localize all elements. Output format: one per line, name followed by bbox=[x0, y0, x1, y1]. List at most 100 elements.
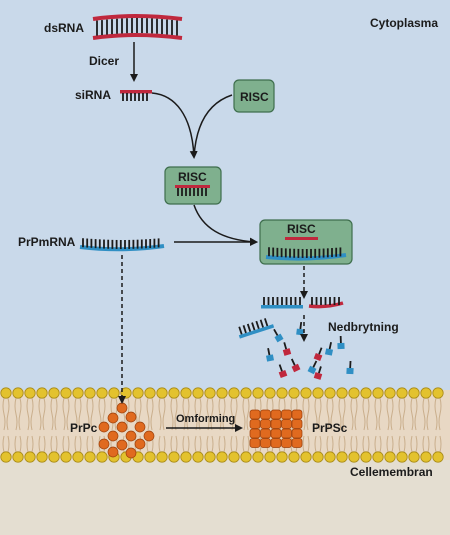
lipid-head bbox=[276, 451, 288, 463]
lipid-tail bbox=[343, 435, 346, 453]
lipid-tail bbox=[331, 435, 334, 453]
prpsc-unit bbox=[281, 409, 292, 420]
dsrna-label: dsRNA bbox=[44, 21, 84, 35]
lipid-tail bbox=[74, 397, 78, 431]
lipid-tail bbox=[206, 397, 210, 431]
prpc-protein bbox=[107, 412, 119, 424]
prp-mrna-strand bbox=[79, 238, 165, 252]
nucleotide-stem bbox=[290, 358, 296, 366]
lipid-tail bbox=[211, 435, 214, 453]
prpsc-unit bbox=[249, 438, 261, 448]
lipid-head bbox=[432, 451, 444, 463]
prpsc-unit bbox=[260, 409, 271, 420]
lipid-tail bbox=[410, 435, 413, 453]
prpsc-unit bbox=[281, 419, 292, 429]
cytoplasm-label: Cytoplasma bbox=[370, 16, 438, 30]
lipid-head bbox=[312, 387, 324, 399]
lipid-head bbox=[192, 451, 204, 463]
lipid-tail bbox=[26, 435, 29, 453]
lipid-head bbox=[420, 387, 432, 399]
lipid-tail bbox=[182, 435, 185, 453]
lipid-head bbox=[60, 387, 72, 399]
lipid-head bbox=[36, 451, 48, 463]
nucleotide-base bbox=[313, 352, 323, 362]
base-pair-rung bbox=[251, 322, 256, 331]
lipid-tail bbox=[62, 397, 66, 431]
lipid-tail bbox=[30, 397, 34, 431]
lipid-tail bbox=[38, 397, 42, 431]
lipid-head bbox=[372, 451, 384, 463]
lipid-head bbox=[204, 451, 216, 463]
lipid-tail bbox=[314, 435, 317, 453]
prpc-protein bbox=[134, 421, 146, 433]
lipid-tail bbox=[163, 435, 166, 453]
risc-mrna-complex bbox=[259, 219, 353, 265]
prpc-protein-cluster bbox=[98, 402, 155, 459]
prpsc-unit bbox=[291, 409, 303, 420]
lipid-tail bbox=[427, 435, 430, 453]
lipid-head bbox=[12, 387, 24, 399]
degradation-label: Nedbrytning bbox=[328, 320, 399, 334]
lipid-tail bbox=[242, 435, 245, 453]
lipid-tail bbox=[150, 397, 154, 431]
lipid-heads-bottom bbox=[0, 451, 444, 463]
cleaved-fragment-tilted bbox=[238, 318, 275, 339]
base-pair-rung bbox=[246, 323, 252, 332]
lipid-tail bbox=[223, 435, 226, 453]
risc-loaded-sirna bbox=[175, 185, 210, 196]
lipid-tail bbox=[218, 397, 222, 431]
lipid-tail bbox=[14, 397, 18, 431]
lipid-tail bbox=[338, 397, 342, 431]
prpc-protein bbox=[116, 421, 128, 433]
lipid-head bbox=[408, 387, 420, 399]
prpc-protein bbox=[116, 439, 128, 451]
lipid-tail bbox=[210, 397, 214, 431]
nucleotide bbox=[265, 348, 275, 362]
nucleotide-debris bbox=[265, 321, 354, 380]
lipid-head bbox=[336, 451, 348, 463]
lipid-tail bbox=[367, 435, 370, 453]
lipid-tail bbox=[403, 435, 406, 453]
risc-join-arrow bbox=[193, 94, 233, 158]
lipid-tail bbox=[67, 435, 70, 453]
nucleotide bbox=[296, 321, 304, 336]
lipid-tail bbox=[2, 435, 5, 453]
lipid-tail bbox=[434, 435, 437, 453]
lipid-head bbox=[168, 451, 180, 463]
lipid-tail bbox=[86, 397, 90, 431]
lipid-tail bbox=[206, 435, 209, 453]
lipid-tail bbox=[194, 435, 197, 453]
prpc-protein bbox=[125, 411, 137, 423]
lipid-tail bbox=[19, 435, 22, 453]
lipid-tail bbox=[42, 397, 46, 431]
lipid-head bbox=[336, 387, 348, 399]
lipid-tail bbox=[198, 397, 202, 431]
cleaved-fragment-blue bbox=[261, 297, 303, 309]
lipid-head bbox=[192, 387, 204, 399]
lipid-tail bbox=[426, 397, 430, 431]
lipid-tail bbox=[31, 435, 34, 453]
prpsc-aggregate bbox=[249, 409, 303, 448]
lipid-head bbox=[36, 387, 48, 399]
nucleotide-base bbox=[291, 363, 301, 373]
lipid-head bbox=[156, 387, 168, 399]
base-pair-rung bbox=[255, 320, 260, 330]
prpsc-unit bbox=[260, 419, 271, 429]
nucleotide-base bbox=[346, 367, 354, 375]
lipid-heads-top bbox=[0, 387, 444, 399]
lipid-head bbox=[288, 451, 300, 463]
lipid-tail bbox=[7, 435, 10, 453]
lipid-tail bbox=[182, 397, 186, 431]
lipid-tail bbox=[410, 397, 414, 431]
lipid-tail bbox=[86, 435, 89, 453]
lipid-tail bbox=[326, 397, 330, 431]
nucleotide bbox=[307, 360, 318, 375]
lipid-tail bbox=[374, 435, 377, 453]
nucleotide-stem bbox=[318, 366, 322, 374]
lipid-tail bbox=[330, 397, 334, 431]
lipid-tail bbox=[174, 397, 178, 431]
lipid-tail bbox=[390, 397, 394, 431]
lipid-tail bbox=[170, 435, 173, 453]
